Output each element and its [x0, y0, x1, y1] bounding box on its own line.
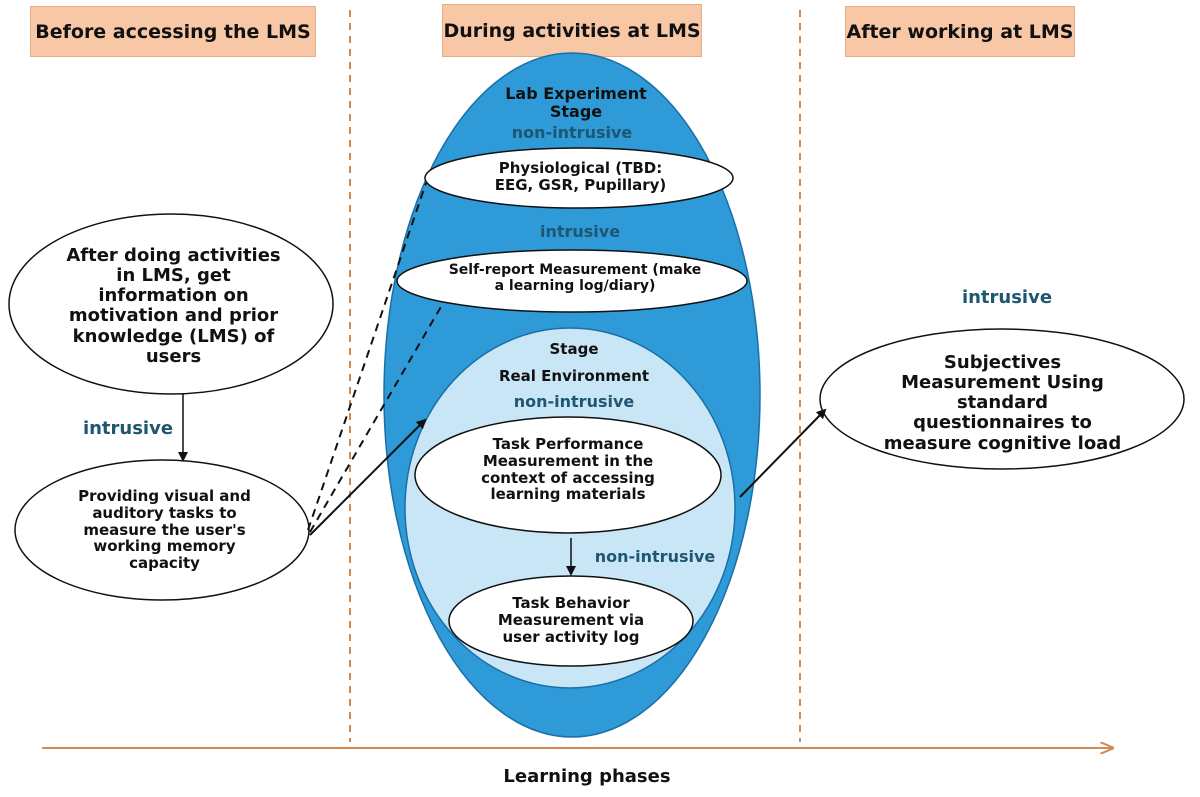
stage-label: Stage	[549, 340, 599, 358]
subjective-measurement-node	[819, 328, 1185, 470]
lab-stage-title: Lab Experiment Stage	[505, 84, 647, 121]
task-behavior-node	[448, 575, 694, 667]
real-environment-title: Real Environment	[498, 367, 650, 385]
phase-header-before-label: Before accessing the LMS	[35, 20, 311, 43]
label-non-intrusive-real: non-intrusive	[513, 392, 635, 411]
phase-header-after-label: After working at LMS	[846, 20, 1074, 43]
label-intrusive-self-report: intrusive	[539, 222, 621, 241]
phase-header-after: After working at LMS	[845, 6, 1075, 57]
phase-header-during: During activities at LMS	[442, 4, 702, 57]
physiological-node	[424, 147, 734, 209]
label-non-intrusive-behavior: non-intrusive	[594, 547, 716, 566]
edge-performance-to-subjective	[739, 408, 827, 498]
learning-phases-label: Learning phases	[503, 766, 671, 787]
edge-memory-to-real-environment	[309, 418, 427, 536]
physiological-label: Physiological (TBD: EEG, GSR, Pupillary)	[494, 159, 667, 194]
task-performance-label: Task Performance Measurement in the cont…	[481, 435, 655, 504]
self-report-node	[396, 249, 748, 313]
label-intrusive-left: intrusive	[82, 418, 174, 439]
task-performance-node	[414, 416, 722, 534]
phase-header-before: Before accessing the LMS	[30, 6, 316, 57]
label-non-intrusive-lab: non-intrusive	[511, 123, 633, 142]
label-intrusive-right: intrusive	[961, 287, 1053, 308]
task-behavior-label: Task Behavior Measurement via user activ…	[497, 594, 645, 646]
phase-header-during-label: During activities at LMS	[443, 19, 701, 42]
working-memory-label: Providing visual and auditory tasks to m…	[78, 487, 251, 573]
motivation-knowledge-label: After doing activities in LMS, get infor…	[66, 245, 281, 367]
edge-memory-to-physiological	[307, 182, 427, 531]
self-report-label: Self-report Measurement (make a learning…	[448, 262, 702, 294]
motivation-knowledge-node	[8, 213, 334, 395]
subjective-measurement-label: Subjectives Measurement Using standard q…	[883, 352, 1122, 454]
edge-memory-to-self-report	[309, 304, 443, 533]
